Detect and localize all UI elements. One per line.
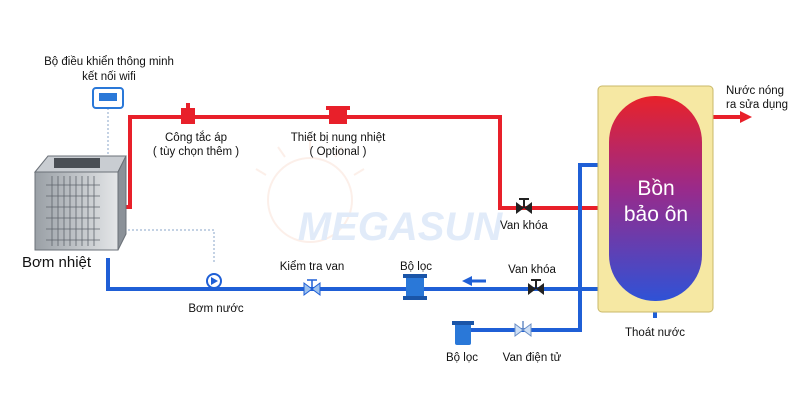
tank-label-line2: bảo ôn	[623, 203, 689, 226]
water-pump-icon	[206, 273, 222, 289]
filter-main-label: Bộ lọc	[400, 261, 432, 273]
filter-main-icon	[403, 274, 427, 300]
wifi-controller-icon	[92, 87, 124, 109]
drain-label: Thoát nước	[625, 327, 685, 339]
valve-bottom-icon	[528, 279, 544, 295]
valve-top-icon	[516, 198, 532, 214]
storage-tank	[597, 85, 714, 313]
pressure-switch-icon	[181, 103, 195, 124]
filter-inlet-icon	[452, 321, 474, 345]
heat-pump-label: Bơm nhiệt	[22, 254, 92, 271]
hot-water-outlet-arrow	[740, 111, 752, 123]
flow-direction-arrow	[462, 276, 486, 286]
check-valve-label: Kiểm tra van	[279, 261, 345, 273]
heater-label-line2: ( Optional )	[309, 146, 367, 158]
hot-water-out-label-line2: ra sửa dụng	[726, 99, 789, 111]
controller-label-line2: kết nối wifi	[82, 71, 136, 83]
heat-pump-unit	[33, 155, 127, 251]
hot-water-out-label-line1: Nước nóng	[726, 85, 785, 97]
heater-label-line1: Thiết bị nung nhiệt	[290, 132, 386, 144]
cold-water-pipe	[106, 163, 657, 332]
tank-label-line1: Bồn	[637, 177, 675, 200]
heater-icon	[326, 106, 350, 124]
filter-inlet-label: Bộ lọc	[446, 352, 478, 364]
controller-label-line1: Bộ điều khiển thông minh	[44, 56, 174, 68]
watermark-logo: MEGASUN	[255, 138, 504, 249]
pressure-switch-label-line1: Công tắc áp	[164, 132, 228, 144]
valve-top-label: Van khóa	[500, 220, 548, 232]
watermark-text: MEGASUN	[298, 205, 504, 249]
valve-bottom-label: Van khóa	[508, 264, 556, 276]
solenoid-valve-label: Van điện tử	[502, 352, 562, 364]
check-valve-icon	[303, 279, 321, 296]
pressure-switch-label-line2: ( tùy chọn thêm )	[152, 146, 240, 158]
solenoid-valve-icon	[514, 321, 532, 337]
water-pump-label: Bơm nước	[188, 303, 244, 315]
